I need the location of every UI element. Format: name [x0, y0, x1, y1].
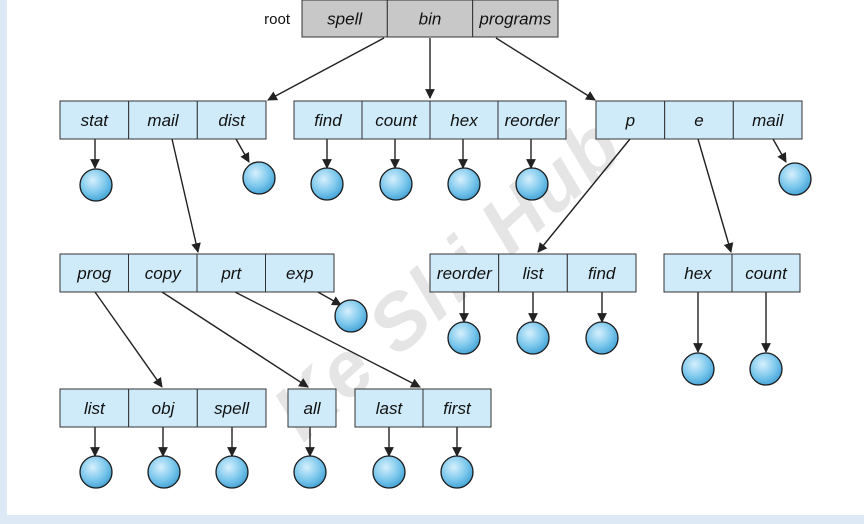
file-nodes [79, 161, 812, 489]
tree-edge [94, 291, 163, 388]
directory-cell [472, 0, 559, 38]
directory-cell-label: p [625, 111, 635, 130]
file-node [778, 162, 812, 196]
root-label: root [264, 11, 291, 28]
directory-L2a: prog copy prt exp [59, 253, 335, 293]
tree-edge [234, 291, 421, 388]
file-node [447, 167, 481, 201]
directory-cell [429, 100, 499, 140]
file-node [749, 352, 783, 386]
directory-cell-label: reorder [505, 111, 561, 130]
directory-cell [664, 100, 734, 140]
tree-edge [697, 138, 734, 253]
directory-L2c: hex count [663, 253, 801, 293]
directory-cell-label: e [694, 111, 703, 130]
file-node [147, 455, 181, 489]
directory-cell [361, 100, 431, 140]
directory-cell-label: copy [145, 264, 182, 283]
file-node [310, 167, 344, 201]
file-node [515, 167, 549, 201]
directory-cell-label: prt [220, 264, 242, 283]
directory-L3b: all [287, 388, 337, 428]
directory-cell-label: dist [218, 111, 246, 130]
directory-cell [265, 253, 335, 293]
file-node [372, 455, 406, 489]
directory-cell [59, 388, 130, 428]
directory-cell-label: last [376, 399, 404, 418]
directory-cell-label: reorder [437, 264, 493, 283]
directory-cell-label: prog [76, 264, 112, 283]
directory-cell [128, 388, 198, 428]
directory-cell [595, 100, 666, 140]
directory-cell-label: programs [478, 10, 551, 29]
directory-cell-label: spell [327, 10, 363, 29]
tree-edge [772, 138, 787, 163]
tree-edge [161, 291, 309, 388]
file-node [681, 352, 715, 386]
directory-cell-label: find [314, 111, 342, 130]
file-node [379, 167, 413, 201]
directory-L1b: find count hex reorder [293, 100, 567, 140]
directory-L3c: last first [354, 388, 492, 428]
directory-cell-label: spell [214, 399, 250, 418]
directory-cell-label: list [523, 264, 545, 283]
directory-cell-label: first [443, 399, 472, 418]
directory-cell [128, 253, 198, 293]
directory-cell [732, 100, 803, 140]
file-node [440, 455, 474, 489]
directory-cell-label: stat [81, 111, 110, 130]
file-node [242, 161, 276, 195]
directory-cell-label: hex [684, 264, 712, 283]
file-node [447, 321, 481, 355]
directory-cell [196, 100, 267, 140]
directory-cell [422, 388, 492, 428]
directory-cell [731, 253, 801, 293]
file-node [79, 168, 113, 202]
file-node [215, 455, 249, 489]
directory-L2b: reorder list find [429, 253, 637, 293]
file-node [293, 455, 327, 489]
directory-cell [498, 253, 568, 293]
directory-cell-label: exp [286, 264, 313, 283]
file-node [79, 455, 113, 489]
directory-root: spell bin programs [301, 0, 559, 38]
directory-cell-label: mail [147, 111, 179, 130]
directory-cell-label: hex [450, 111, 478, 130]
directory-L1a: stat mail dist [59, 100, 267, 140]
file-node [585, 321, 619, 355]
directory-cell [196, 253, 266, 293]
directory-L1c: p e mail [595, 100, 803, 140]
directory-cell [196, 388, 267, 428]
tree-edges [90, 37, 787, 457]
directory-cell-label: obj [152, 399, 176, 418]
directory-cell [429, 253, 500, 293]
directory-cell [663, 253, 733, 293]
directory-cell-label: bin [419, 10, 442, 29]
directory-cell-label: mail [752, 111, 784, 130]
directory-cell [301, 0, 388, 38]
tree-edge [537, 138, 631, 253]
directory-L3a: list obj spell [59, 388, 267, 428]
tree-edge [171, 138, 201, 253]
file-node [516, 321, 550, 355]
directory-cell [566, 253, 637, 293]
directory-cell-label: all [303, 399, 321, 418]
directory-cell-label: count [745, 264, 788, 283]
tree-edge [235, 138, 250, 163]
tree-edge [495, 37, 596, 101]
tree-edge [267, 37, 385, 101]
directory-cell-label: find [588, 264, 616, 283]
file-node [334, 299, 368, 333]
directory-cell-label: list [84, 399, 106, 418]
directory-cell-label: count [375, 111, 418, 130]
directory-cell [287, 388, 337, 428]
directory-cell [497, 100, 567, 140]
